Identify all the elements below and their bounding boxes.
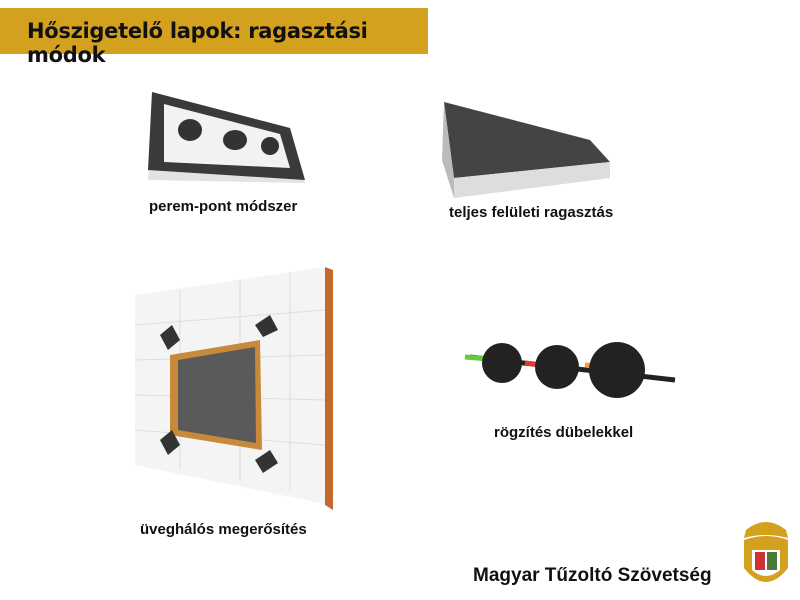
mesh-reinforced-wall-image xyxy=(134,267,333,510)
caption-uveghalos: üveghálós megerősítés xyxy=(140,521,307,538)
caption-perem-pont: perem-pont módszer xyxy=(149,198,298,215)
dowels-image xyxy=(464,342,676,398)
title-banner: Hőszigetelő lapok: ragasztási módok xyxy=(0,8,428,67)
slide-title: Hőszigetelő lapok: ragasztási módok xyxy=(27,19,368,67)
caption-teljes-feluleti: teljes felületi ragasztás xyxy=(449,204,614,221)
caption-dubelek: rögzítés dübelekkel xyxy=(494,424,634,441)
organization-name: Magyar Tűzoltó Szövetség xyxy=(473,565,712,586)
association-logo xyxy=(744,522,788,582)
perem-pont-board-image xyxy=(148,92,305,183)
full-surface-board-image xyxy=(442,102,610,198)
